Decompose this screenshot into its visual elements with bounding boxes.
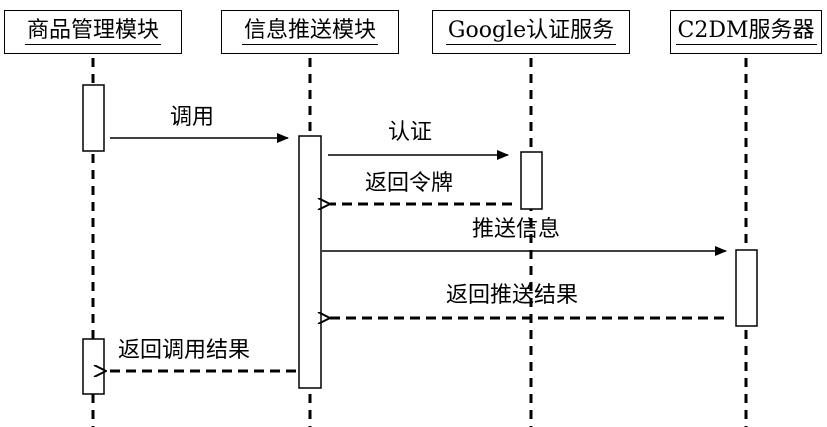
participant-label: 商品管理模块 — [24, 18, 161, 45]
participant-label: 信息推送模块 — [241, 18, 378, 45]
participant-push-module: 信息推送模块 — [221, 10, 399, 54]
activation-c2dm — [735, 249, 758, 327]
message-push-info-label: 推送信息 — [472, 217, 560, 242]
participant-label: C2DM服务器 — [675, 18, 817, 45]
participant-goods-management: 商品管理模块 — [4, 10, 182, 54]
participant-label: Google认证服务 — [445, 18, 617, 45]
message-return-token-label: 返回令牌 — [365, 171, 453, 196]
message-return-push-result-label: 返回推送结果 — [446, 283, 578, 308]
message-return-call-result-label: 返回调用结果 — [118, 338, 250, 363]
participant-google-auth: Google认证服务 — [432, 10, 630, 54]
activation-push — [298, 135, 322, 389]
message-call-label: 调用 — [170, 105, 214, 130]
participant-c2dm-server: C2DM服务器 — [670, 10, 822, 54]
activation-goods-2 — [82, 338, 105, 395]
activation-goods-1 — [82, 84, 105, 152]
activation-google — [520, 151, 543, 210]
message-auth-label: 认证 — [388, 120, 432, 145]
